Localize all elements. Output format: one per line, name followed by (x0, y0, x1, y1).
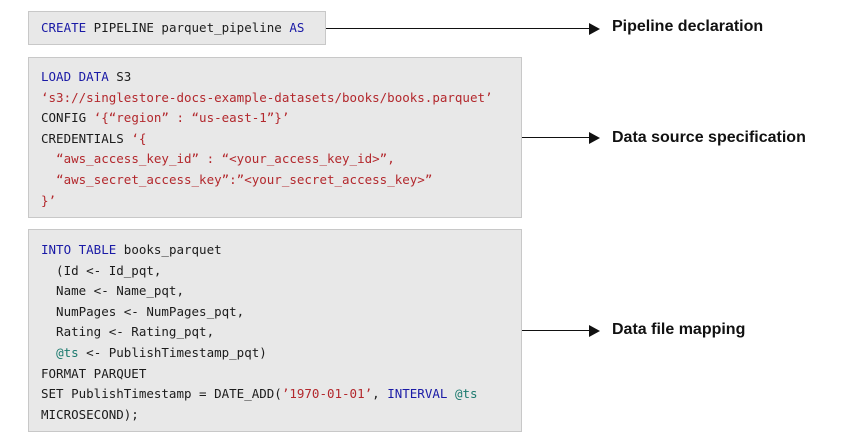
code-line: Rating <- Rating_pqt, (41, 322, 509, 343)
code-line: CREDENTIALS ‘{ (41, 129, 509, 150)
code-token: books_parquet (116, 242, 222, 257)
variable-token: @ts (454, 386, 478, 402)
code-token (41, 172, 56, 187)
code-token: S3 (108, 69, 132, 84)
pipeline-declaration-arrow (326, 28, 590, 29)
code-line: ‘s3://singlestore-docs-example-datasets/… (41, 88, 509, 109)
string-token: “aws_access_key_id” : “<your_access_key_… (56, 151, 395, 167)
code-line: NumPages <- NumPages_pqt, (41, 302, 509, 323)
code-token: PIPELINE parquet_pipeline (86, 20, 290, 35)
string-token: }’ (41, 192, 57, 208)
data-file-mapping-arrow (522, 330, 590, 331)
data-file-mapping-arrowhead (589, 325, 600, 337)
pipeline-declaration-arrowhead (589, 23, 600, 35)
code-line: MICROSECOND); (41, 405, 509, 426)
string-token: ‘{“region” : “us-east-1”}’ (93, 110, 290, 126)
code-line: “aws_access_key_id” : “<your_access_key_… (41, 149, 509, 170)
data-file-mapping-code-block: INTO TABLE books_parquet (Id <- Id_pqt, … (28, 229, 522, 432)
code-line: Name <- Name_pqt, (41, 281, 509, 302)
code-token: CREDENTIALS (41, 130, 132, 146)
code-token (447, 386, 455, 401)
code-line: }’ (41, 191, 509, 212)
code-token: , (372, 386, 388, 402)
code-token: <- PublishTimestamp_pqt) (78, 344, 267, 360)
code-token (41, 345, 56, 360)
code-line: LOAD DATA S3 (41, 67, 509, 88)
keyword-token: CREATE (41, 20, 87, 35)
code-token: Rating <- Rating_pqt, (41, 324, 215, 340)
code-token: MICROSECOND); (41, 406, 139, 422)
keyword-token: INTO TABLE (41, 242, 117, 257)
code-line: FORMAT PARQUET (41, 364, 509, 385)
code-token: Name <- Name_pqt, (41, 283, 184, 299)
data-file-mapping-label: Data file mapping (612, 321, 746, 338)
code-line: “aws_secret_access_key”:”<your_secret_ac… (41, 170, 509, 191)
string-token: ’1970-01-01’ (281, 386, 373, 402)
code-token: FORMAT PARQUET (41, 365, 147, 381)
string-token: ‘s3://singlestore-docs-example-datasets/… (41, 89, 493, 105)
code-line: @ts <- PublishTimestamp_pqt) (41, 343, 509, 364)
keyword-token: INTERVAL (387, 386, 448, 402)
code-line: CREATE PIPELINE parquet_pipeline AS (41, 18, 313, 39)
data-source-code-block: LOAD DATA S3 ‘s3://singlestore-docs-exam… (28, 57, 522, 218)
code-token: (Id <- Id_pqt, (41, 262, 162, 278)
code-token: NumPages <- NumPages_pqt, (41, 303, 245, 319)
code-line: SET PublishTimestamp = DATE_ADD(’1970-01… (41, 384, 509, 405)
code-line: INTO TABLE books_parquet (41, 240, 509, 261)
pipeline-declaration-label: Pipeline declaration (612, 18, 764, 35)
pipeline-declaration-code-block: CREATE PIPELINE parquet_pipeline AS (28, 11, 326, 45)
code-token (41, 151, 56, 166)
string-token: ‘{ (131, 130, 147, 146)
variable-token: @ts (56, 344, 79, 360)
code-line: CONFIG ‘{“region” : “us-east-1”}’ (41, 108, 509, 129)
keyword-token: LOAD DATA (41, 69, 109, 84)
data-source-label: Data source specification (612, 129, 806, 146)
data-source-arrow (522, 137, 590, 138)
keyword-token: AS (289, 20, 305, 35)
code-token: CONFIG (41, 110, 94, 126)
data-source-arrowhead (589, 132, 600, 144)
code-line: (Id <- Id_pqt, (41, 261, 509, 282)
code-token: SET PublishTimestamp = DATE_ADD( (41, 386, 282, 402)
string-token: “aws_secret_access_key”:”<your_secret_ac… (56, 171, 433, 187)
